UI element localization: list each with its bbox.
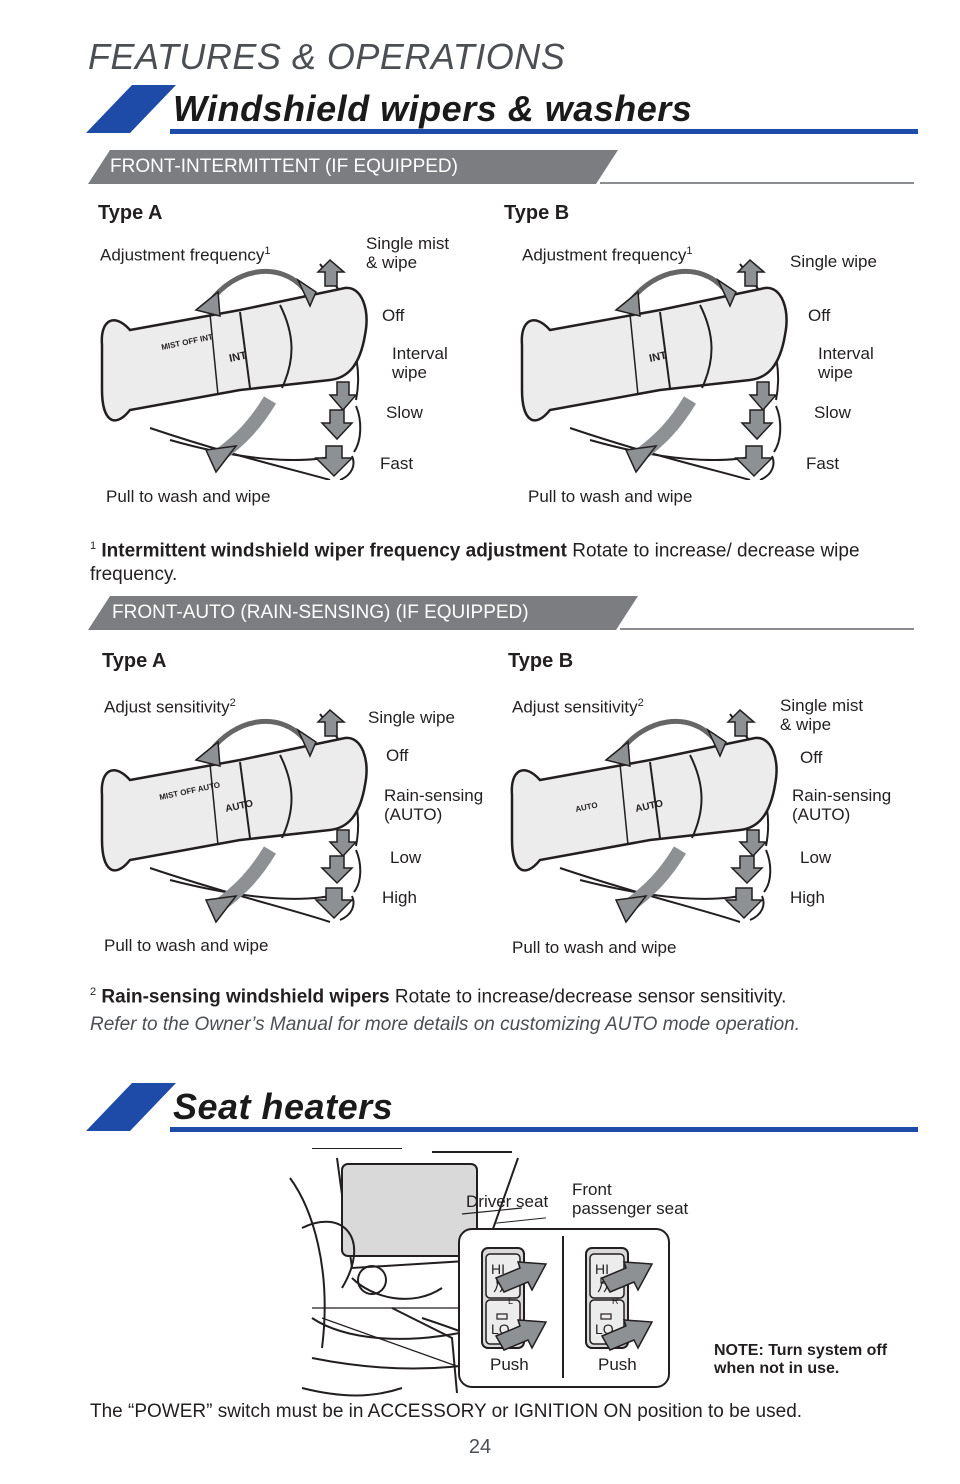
adjust-label: Adjust sensitivity2 (104, 697, 236, 717)
top-action-label: Single wipe (368, 708, 455, 727)
tab-auto: FRONT-AUTO (RAIN-SENSING) (IF EQUIPPED) (112, 602, 529, 623)
wiper-lever-illustration: INT (520, 258, 788, 480)
push-arrow-icon (600, 1261, 654, 1293)
top-action-label: Single mist & wipe (366, 234, 450, 272)
note-turn-off: NOTE: Turn system off when not in use. (714, 1342, 888, 1377)
mode-label: Interval wipe (392, 344, 448, 382)
section-title-seat: Seat heaters (173, 1086, 394, 1127)
high-label: High (382, 888, 417, 907)
top-action-label: Single wipe (790, 252, 877, 271)
diagram-auto-type-a: Type A Adjust sensitivity2 Single wipe O… (90, 648, 490, 958)
power-note: The “POWER” switch must be in ACCESSORY … (90, 1401, 803, 1422)
adjust-label: Adjust sensitivity2 (512, 697, 644, 717)
type-label: Type B (508, 650, 574, 672)
diagram-intermittent-type-a: Type A Adjustment frequency1 Single mist… (90, 200, 490, 510)
high-label: High (790, 888, 825, 907)
section-rule-seat (170, 1127, 918, 1132)
diagram-intermittent-type-b: Type B Adjustment frequency1 Single wipe… (504, 200, 910, 510)
type-label: Type A (98, 202, 163, 224)
dashboard-illustration (289, 1148, 523, 1397)
push-label-right: Push (598, 1355, 637, 1374)
driver-seat-label: Driver seat (466, 1192, 549, 1211)
page-category: FEATURES & OPERATIONS (88, 36, 566, 77)
wiper-lever-illustration: MIST OFF INT INT (100, 258, 368, 480)
section-rule-wipers (170, 129, 918, 134)
section-accent-wipers (86, 85, 176, 133)
lever-big-text: INT (228, 349, 248, 364)
high-label: Fast (380, 454, 414, 473)
tab-rule-auto (620, 628, 914, 630)
low-label: Slow (386, 403, 423, 422)
adjust-label: Adjustment frequency1 (100, 245, 271, 265)
top-action-label: Single mist & wipe (780, 696, 864, 734)
wiper-lever-illustration: AUTO AUTO (510, 708, 778, 924)
high-label: Fast (806, 454, 840, 473)
diagram-auto-type-b: Type B Adjust sensitivity2 Single mist &… (508, 648, 910, 958)
tab-rule-intermittent (600, 182, 914, 184)
tab-shape-intermittent (88, 150, 618, 184)
pull-label: Pull to wash and wipe (106, 487, 271, 506)
off-label: Off (808, 306, 831, 325)
footnote-1: 1 Intermittent windshield wiper frequenc… (90, 540, 860, 586)
adjust-label: Adjustment frequency1 (522, 245, 693, 265)
low-label: Slow (814, 403, 851, 422)
tab-shape-auto (88, 596, 638, 630)
section-title-wipers: Windshield wipers & washers (173, 88, 693, 129)
push-arrow-icon (494, 1261, 548, 1293)
push-label-left: Push (490, 1355, 529, 1374)
push-arrow-icon (494, 1319, 548, 1351)
low-label: Low (390, 848, 422, 867)
passenger-seat-label: Front passenger seat (572, 1180, 689, 1218)
mode-label: Rain-sensing (AUTO) (792, 786, 892, 824)
off-label: Off (382, 306, 405, 325)
wiper-lever-illustration: MIST OFF AUTO AUTO (100, 708, 368, 924)
r-text: R (612, 1296, 619, 1306)
tab-intermittent: FRONT-INTERMITTENT (IF EQUIPPED) (110, 156, 458, 177)
off-label: Off (800, 748, 823, 767)
pull-label: Pull to wash and wipe (512, 938, 677, 957)
refer-note: Refer to the Owner’s Manual for more det… (90, 1014, 801, 1035)
off-label: Off (386, 746, 409, 765)
footnote-2: 2 Rain-sensing windshield wipers Rotate … (90, 986, 787, 1008)
pull-label: Pull to wash and wipe (104, 936, 269, 955)
lever-big-text: INT (648, 349, 668, 364)
mode-label: Rain-sensing (AUTO) (384, 786, 484, 824)
hi-text: HI (595, 1261, 609, 1277)
panel-divider (562, 1236, 564, 1378)
l-text: L (508, 1296, 513, 1306)
mode-label: Interval wipe (818, 344, 874, 382)
type-label: Type B (504, 202, 570, 224)
hi-text: HI (491, 1261, 505, 1277)
pull-label: Pull to wash and wipe (528, 487, 693, 506)
push-arrow-icon (600, 1319, 654, 1351)
type-label: Type A (102, 650, 167, 672)
page-number: 24 (468, 1436, 492, 1458)
low-label: Low (800, 848, 832, 867)
section-accent-seat (86, 1083, 176, 1131)
